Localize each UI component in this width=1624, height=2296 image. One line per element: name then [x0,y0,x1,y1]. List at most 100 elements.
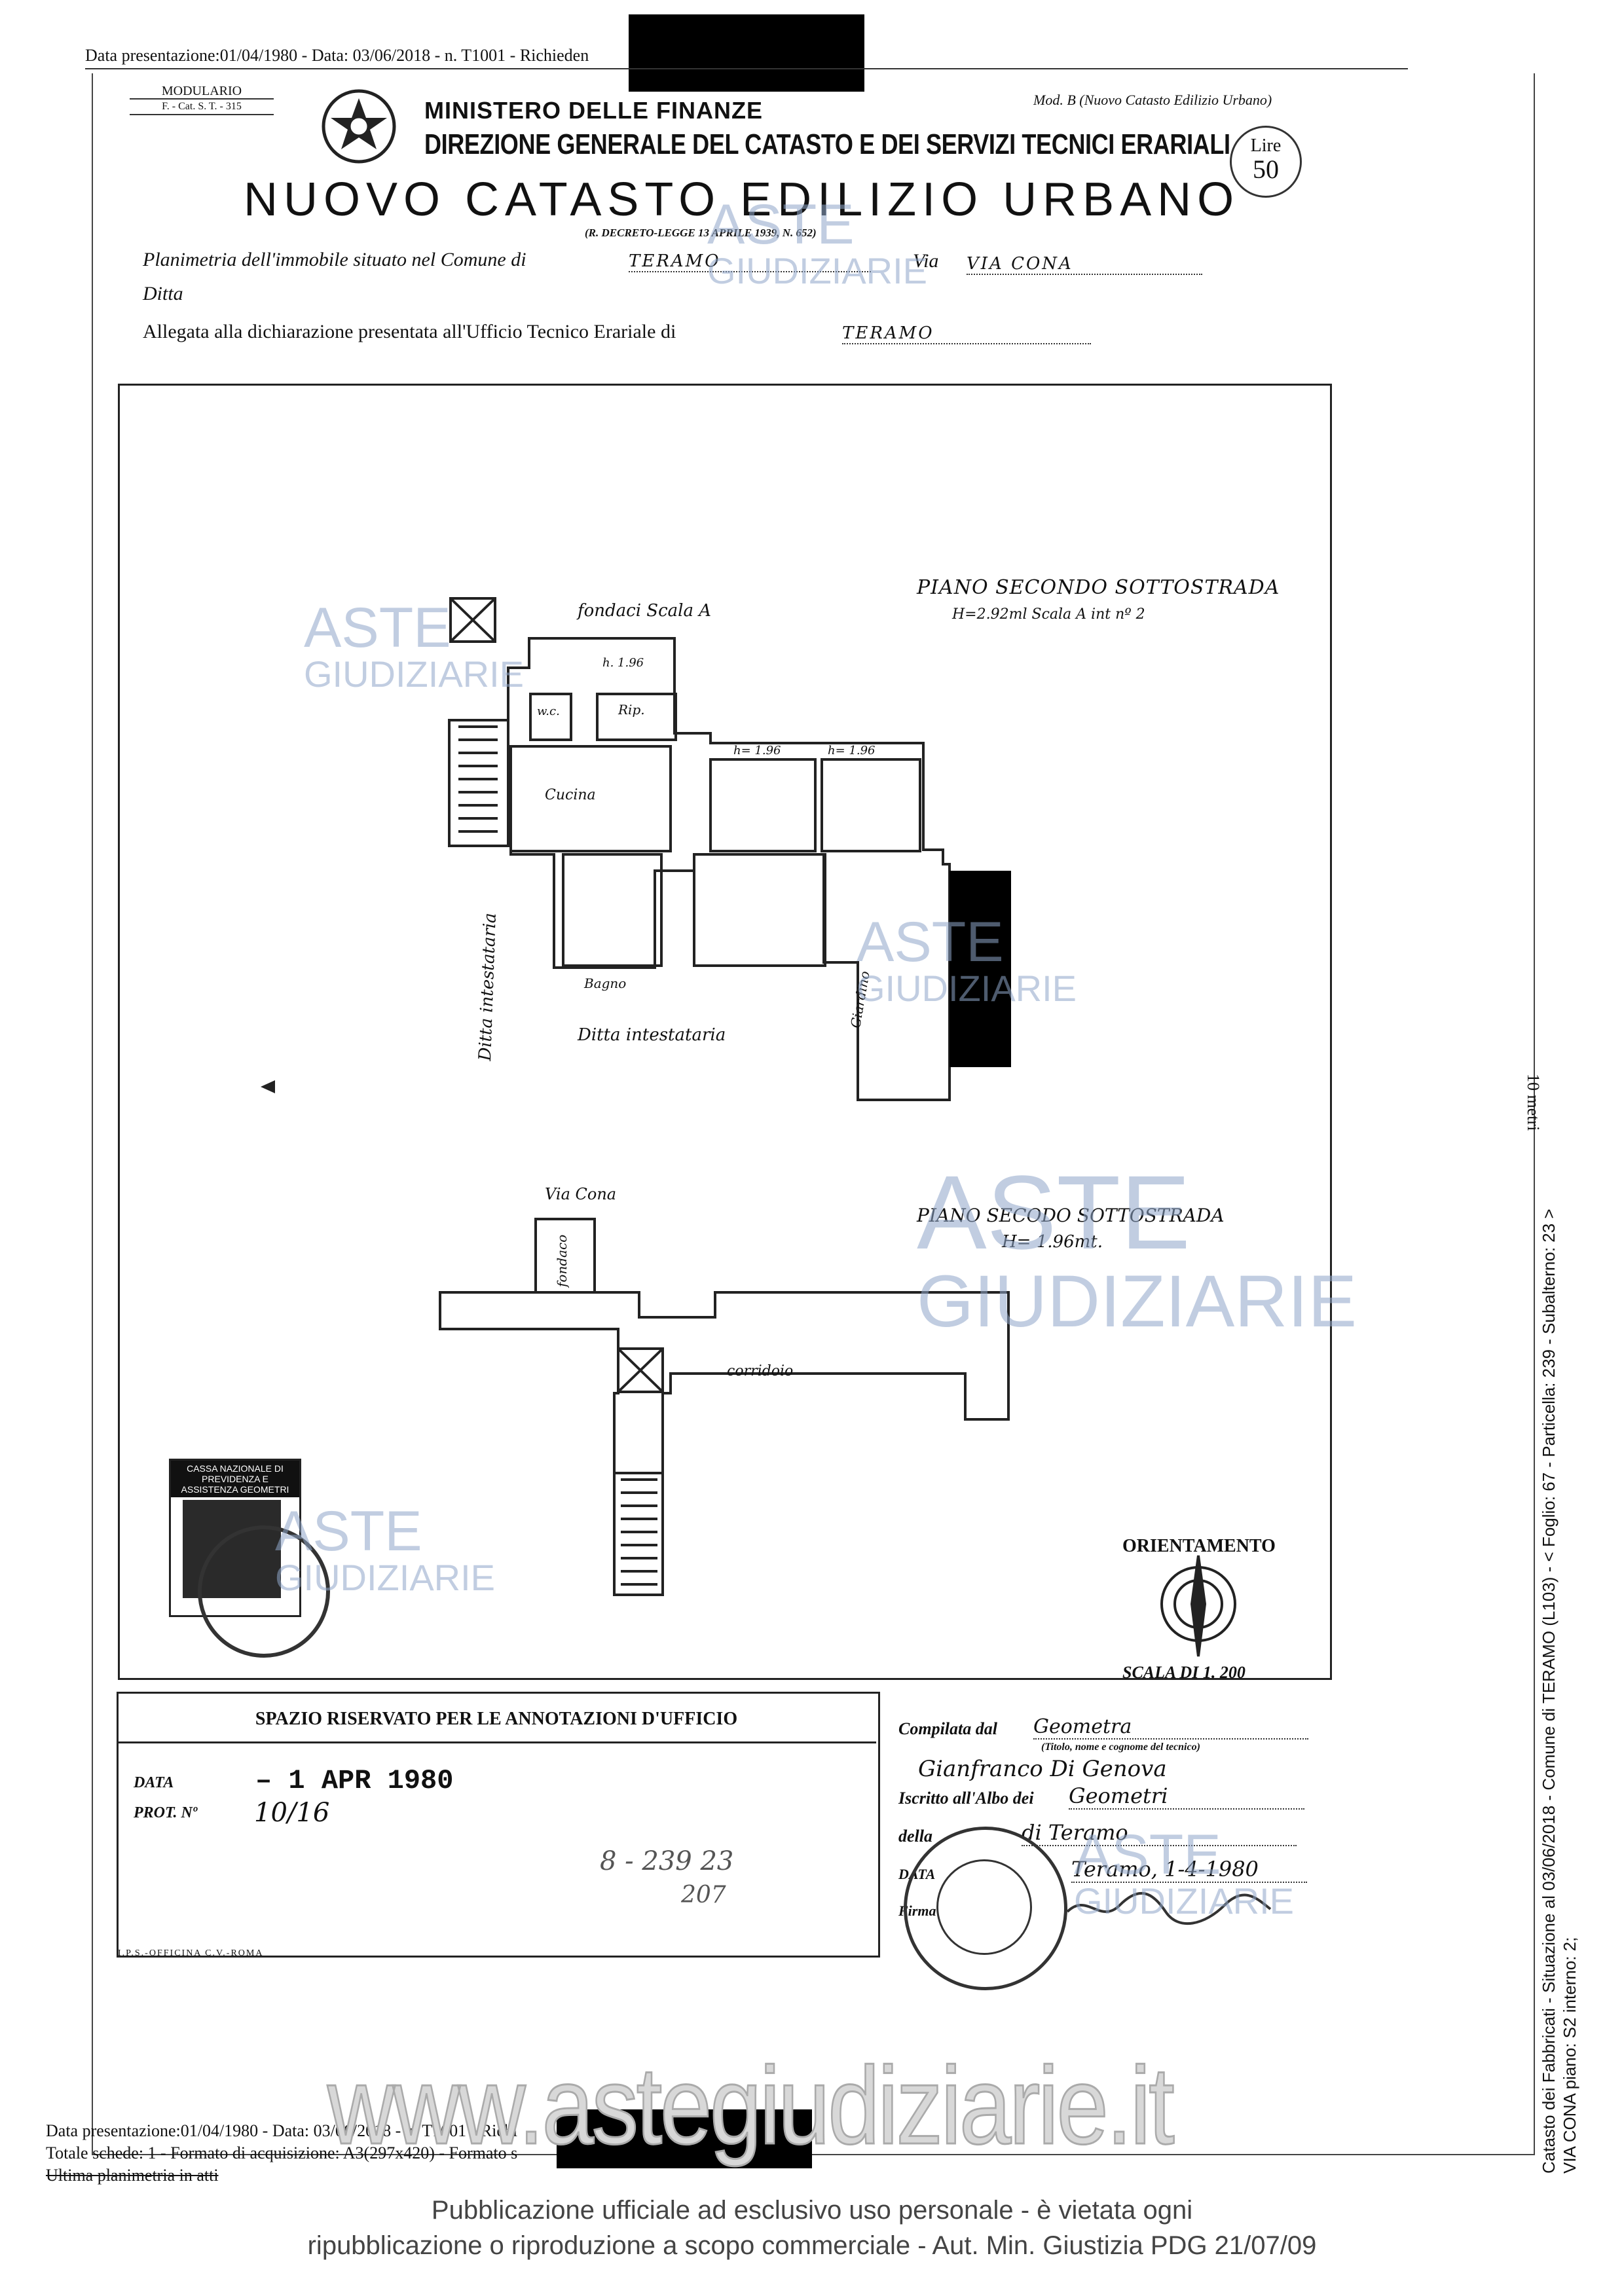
round-stamp-compiler-inner [936,1859,1032,1955]
office-box [117,1692,880,1958]
footer-line-2: Totale schede: 1 - Formato di acquisizio… [46,2143,518,2162]
watermark-aste-1: ASTE GIUDIZIARIE [304,600,524,693]
ministry-title: MINISTERO DELLE FINANZE [424,97,763,124]
watermark-aste-word: ASTE [857,911,1004,974]
stair-flight-bottom [613,1472,664,1596]
watermark-aste-5: ASTE GIUDIZIARIE [1074,1827,1294,1920]
modulario-code: F. - Cat. S. T. - 315 [130,98,274,115]
notice-line-2: ripubblicazione o riproduzione a scopo c… [307,2231,1317,2260]
round-stamp-compiler [904,1827,1067,1990]
watermark-giudiziarie-word: GIUDIZIARIE [275,1557,496,1598]
compiler-name: Gianfranco Di Genova [918,1756,1167,1782]
round-stamp-plan [198,1525,330,1658]
room-h196-a [709,758,817,852]
redaction-footer [557,2109,812,2168]
side-text-line-1: Catasto dei Fabbricati - Situazione al 0… [1539,1209,1559,2174]
cassa-stamp-text: CASSA NAZIONALE DI PREVIDENZA E ASSISTEN… [171,1461,299,1497]
office-printer: I.P.S.-OFFICINA C.V.-ROMA [118,1948,264,1958]
main-title: NUOVO CATASTO EDILIZIO URBANO [244,173,1240,226]
stair-box-top [449,597,496,643]
label-h196-c: h= 1.96 [828,744,876,757]
north-arrow-icon [1160,1555,1236,1657]
directorate-title: DIREZIONE GENERALE DEL CATASTO E DEI SER… [424,128,1230,160]
watermark-aste-6: ASTE GIUDIZIARIE [707,196,927,289]
modulario-label: MODULARIO [161,84,242,98]
plan-subtitle-2: H= 1.96mt. [1002,1232,1103,1252]
label-via-cona: Via Cona [545,1185,617,1203]
modulario-box: MODULARIO F. - Cat. S. T. - 315 [130,84,274,115]
label-cucina: Cucina [545,787,596,803]
signature-scribble [1066,1892,1272,1925]
compiler-data-value: Teramo, 1-4-1980 [1071,1857,1307,1883]
plan-title-2: PIANO SECODO SOTTOSTRADA [917,1205,1225,1226]
mod-b-note: Mod. B (Nuovo Catasto Edilizio Urbano) [1033,92,1272,108]
rip-room [596,693,677,741]
upper-apartment-outline [507,637,951,1101]
lire-value: 50 [1253,155,1279,184]
della-value: di Teramo [1022,1820,1297,1846]
office-data-value: – 1 APR 1980 [255,1765,454,1796]
decree-note: (R. DECRETO-LEGGE 13 APRILE 1939, N. 652… [585,227,817,239]
compilata-value: Geometra [1033,1715,1308,1740]
watermark-aste-2: ASTE GIUDIZIARIE [857,914,1077,1007]
notice-line-1: Pubblicazione ufficiale ad esclusivo uso… [431,2196,1193,2225]
office-note-1: 8 - 239 23 [600,1846,734,1876]
watermark-aste-word: ASTE [1074,1823,1221,1886]
office-prot-label: PROT. Nº [134,1804,197,1821]
lire-label: Lire [1250,136,1282,156]
allegata-label: Allegata alla dichiarazione presentata a… [143,321,676,342]
watermark-url: www.astegiudiziarie.it [327,2043,1175,2168]
comune-value: TERAMO [629,251,871,272]
label-h196-a: h. 1.96 [602,656,644,670]
watermark-aste-3: ASTE GIUDIZIARIE [917,1160,1357,1338]
label-wc: w.c. [537,704,560,718]
iscritto-label: Iscritto all'Albo dei [898,1789,1034,1808]
plan-subtitle-1: H=2.92ml Scala A int nº 2 [952,606,1145,623]
office-header: SPAZIO RISERVATO PER LE ANNOTAZIONI D'UF… [255,1709,738,1729]
office-prot-value: 10/16 [254,1798,330,1828]
office-data-label: DATA [134,1774,174,1791]
stair-box-bottom [617,1347,664,1393]
republic-emblem-icon [322,89,396,164]
room-h196-b [821,758,921,852]
planimetria-label: Planimetria dell'immobile situato nel Co… [143,249,526,270]
office-note-2: 207 [681,1882,726,1908]
office-header-rule [117,1741,876,1743]
watermark-giudiziarie-word: GIUDIZIARIE [857,968,1077,1009]
watermark-aste-word: ASTE [707,193,855,256]
plan-frame [118,384,1332,1680]
wc-room [529,693,572,741]
label-rip: Rip. [618,702,645,718]
della-label: della [898,1827,932,1846]
middle-room [693,853,826,967]
label-bagno: Bagno [584,975,627,991]
top-presentation-line: Data presentazione:01/04/1980 - Data: 03… [85,46,589,65]
label-ditta-intestataria-h: Ditta intestataria [578,1025,726,1045]
via-label: Via [913,250,939,272]
watermark-giudiziarie-word: GIUDIZIARIE [707,250,928,291]
label-fondaci: fondaci Scala A [578,601,712,621]
ufficio-value: TERAMO [842,323,1091,344]
watermark-giudiziarie-word: GIUDIZIARIE [917,1260,1357,1342]
via-value: VIA CONA [967,254,1202,275]
titolo-note: (Titolo, nome e cognome del tecnico) [1041,1741,1200,1753]
footer-line-1: Data presentazione:01/04/1980 - Data: 03… [46,2121,518,2140]
compilata-label: Compilata dal [898,1719,997,1738]
label-corridoio: corridoio [727,1363,794,1379]
bagno-room [562,853,663,967]
cucina-room [509,745,672,852]
plan-title-1: PIANO SECONDO SOTTOSTRADA [917,576,1280,599]
side-text-line-2: VIA CONA piano: S2 interno: 2; [1560,1937,1579,2174]
watermark-giudiziarie-word: GIUDIZIARIE [1074,1880,1295,1922]
iscritto-value: Geometri [1069,1783,1304,1810]
watermark-aste-word: ASTE [304,596,451,659]
label-scala: SCALA DI 1. 200 [1122,1663,1246,1682]
label-h196-b: h= 1.96 [733,744,781,757]
redaction-plan [950,871,1011,1067]
redaction-top [629,14,864,92]
label-10-metri: 10 metri [1524,1074,1543,1131]
watermark-aste-word: ASTE [275,1500,422,1563]
watermark-aste-word: ASTE [917,1154,1190,1271]
top-rule [85,68,1408,69]
